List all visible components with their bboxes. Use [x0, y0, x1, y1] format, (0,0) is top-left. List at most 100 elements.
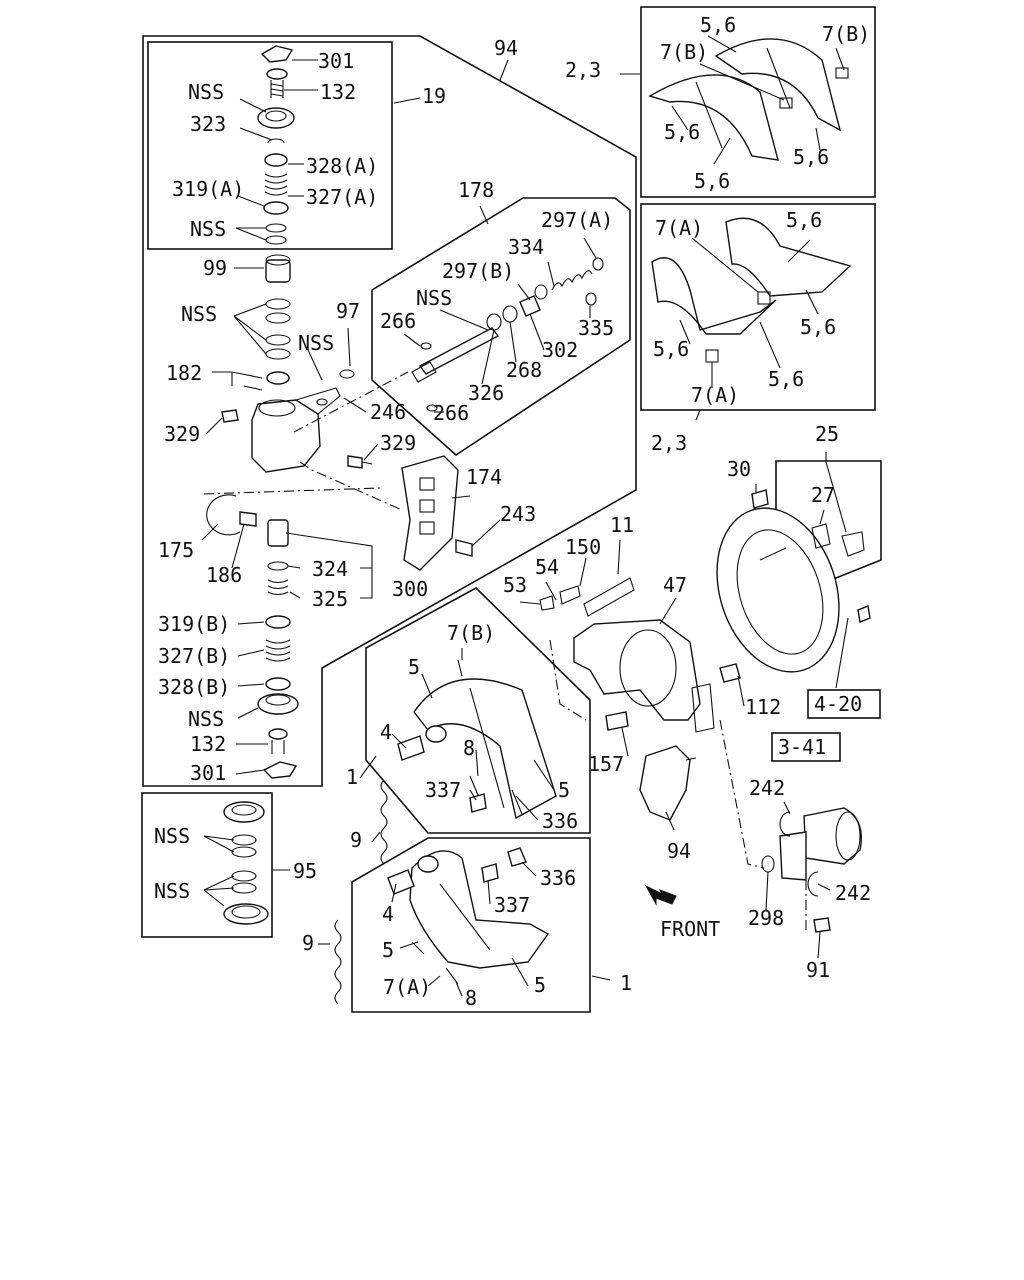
- callout-c-23-b: 2,3: [651, 431, 687, 455]
- ref-3-41: 3-41: [771, 732, 841, 762]
- frame-19: [147, 41, 393, 250]
- seal-323: [257, 107, 295, 129]
- callout-c-94-b: 94: [667, 839, 691, 863]
- callout-c-7b-b: 7(B): [660, 40, 708, 64]
- callout-c-324: 324: [312, 557, 348, 581]
- callout-c-56-e: 5,6: [786, 208, 822, 232]
- lining-top-lower: [648, 74, 779, 161]
- callout-c-132-top: 132: [320, 80, 356, 104]
- callout-c-56-a: 5,6: [700, 13, 736, 37]
- callout-c-8-a: 8: [463, 736, 475, 760]
- ref-4-20: 4-20: [807, 689, 881, 719]
- backing-plate: [716, 507, 840, 673]
- callout-c-5-c: 5: [382, 938, 394, 962]
- callout-c-nss-5: NSS: [298, 331, 334, 355]
- lining-bottom-lower: [651, 257, 777, 335]
- callout-c-301-b: 301: [190, 761, 226, 785]
- piston-99: [265, 259, 291, 283]
- callout-c-91: 91: [806, 958, 830, 982]
- callout-c-300: 300: [392, 577, 428, 601]
- callout-c-95: 95: [293, 859, 317, 883]
- lining-top-upper: [714, 38, 842, 132]
- callout-c-243: 243: [500, 502, 536, 526]
- ring-182: [266, 371, 290, 385]
- callout-c-nss-6: NSS: [188, 707, 224, 731]
- callout-c-175: 175: [158, 538, 194, 562]
- shoe-lower: [387, 847, 550, 985]
- callout-c-242-b: 242: [835, 881, 871, 905]
- callout-c-302: 302: [542, 338, 578, 362]
- frame-2-3-bottom: [640, 203, 876, 411]
- ref-4-20-label: 4-20: [814, 692, 862, 716]
- callout-c-8-b: 8: [465, 986, 477, 1010]
- callout-c-326: 326: [468, 381, 504, 405]
- callout-c-4-a: 4: [380, 720, 392, 744]
- callout-c-157: 157: [588, 752, 624, 776]
- frame-2-3-top: [640, 6, 876, 198]
- adjuster-178: [411, 257, 604, 412]
- callout-c-53: 53: [503, 573, 527, 597]
- callout-c-182: 182: [166, 361, 202, 385]
- callout-c-56-c: 5,6: [793, 145, 829, 169]
- callout-c-186: 186: [206, 563, 242, 587]
- ref-3-41-box: [771, 732, 841, 762]
- callout-c-7b-c: 7(B): [447, 621, 495, 645]
- callout-c-56-b: 5,6: [664, 120, 700, 144]
- callout-c-132-b: 132: [190, 732, 226, 756]
- callout-c-56-f: 5,6: [800, 315, 836, 339]
- bracket-94-lower: [639, 745, 691, 821]
- callout-c-297a: 297(A): [541, 208, 613, 232]
- frame-1-lower: [351, 837, 591, 1013]
- front-arrow-icon: [644, 884, 677, 906]
- shoe-upper: [397, 659, 557, 820]
- callout-c-4-b: 4: [382, 902, 394, 926]
- callout-c-178: 178: [458, 178, 494, 202]
- springs-9: [334, 779, 388, 1005]
- linings-top: [648, 38, 849, 161]
- chamber-3-41: [761, 807, 862, 933]
- callout-c-325: 325: [312, 587, 348, 611]
- callout-c-337-a: 337: [425, 778, 461, 802]
- callout-c-335: 335: [578, 316, 614, 340]
- callout-c-nss-7: NSS: [154, 824, 190, 848]
- callout-c-nss-8: NSS: [154, 879, 190, 903]
- wedge-300: [267, 519, 289, 547]
- callout-c-19: 19: [422, 84, 446, 108]
- clip-301-top: [260, 45, 294, 63]
- callout-labels: 301132NSS32319328(A)319(A)327(A)NSS942,3…: [154, 13, 871, 1010]
- reference-boxes: 4-20 3-41: [771, 689, 881, 762]
- spring-9-lower: [334, 919, 342, 1005]
- callout-c-30: 30: [727, 457, 751, 481]
- frame-94: [142, 35, 637, 787]
- ref-4-20-box: [807, 689, 881, 719]
- callout-c-327a: 327(A): [306, 185, 378, 209]
- guide-plate-174: [401, 455, 459, 571]
- washer-319a: [263, 201, 289, 215]
- lining-bottom-upper: [725, 217, 852, 297]
- callout-c-336-a: 336: [542, 809, 578, 833]
- callout-c-1-a: 1: [346, 765, 358, 789]
- callout-c-56-h: 5,6: [768, 367, 804, 391]
- callout-c-5-b: 5: [558, 778, 570, 802]
- guide-174: [401, 455, 473, 571]
- callout-c-336-b: 336: [540, 866, 576, 890]
- callout-c-5-a: 5: [408, 655, 420, 679]
- callout-c-319b: 319(B): [158, 612, 230, 636]
- frame-1-upper: [365, 587, 591, 834]
- callout-c-97: 97: [336, 299, 360, 323]
- callout-c-328b: 328(B): [158, 675, 230, 699]
- callout-c-319a: 319(A): [172, 177, 244, 201]
- washer-328a: [264, 153, 288, 167]
- callout-c-328a: 328(A): [306, 154, 378, 178]
- brake-shoe-lower: [409, 850, 550, 969]
- callout-c-25: 25: [815, 422, 839, 446]
- callout-c-1-b: 1: [620, 971, 632, 995]
- callout-c-front: FRONT: [660, 917, 720, 941]
- anchor-47: [539, 577, 741, 731]
- frame-95: [141, 792, 273, 938]
- callout-c-nss-3: NSS: [416, 286, 452, 310]
- callout-c-112: 112: [745, 695, 781, 719]
- wedge-housing: [251, 399, 321, 473]
- callout-c-nss-4: NSS: [181, 302, 217, 326]
- center-lines: [203, 371, 807, 930]
